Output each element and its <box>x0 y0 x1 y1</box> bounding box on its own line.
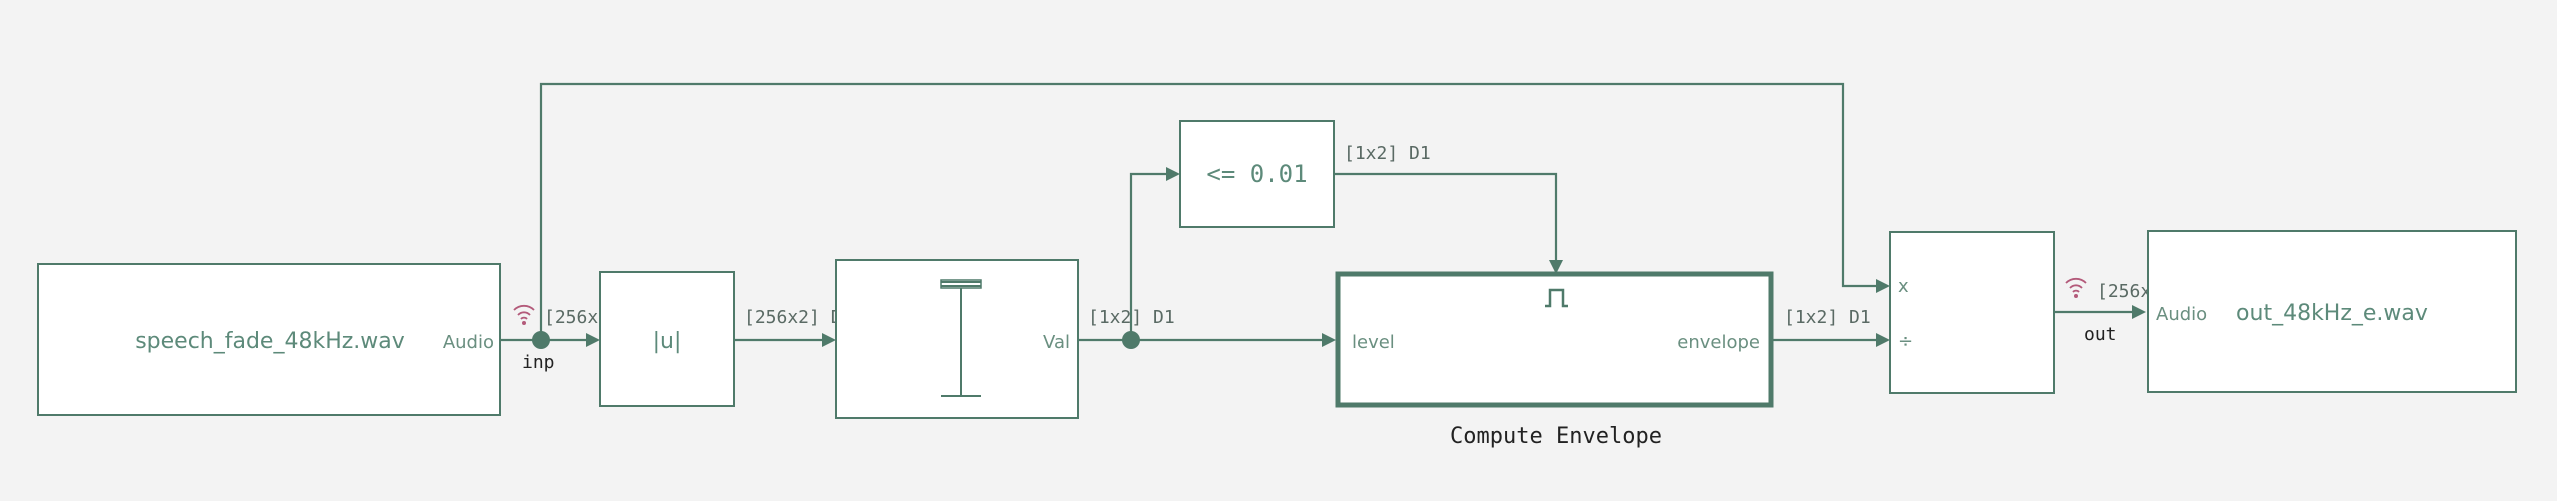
max-block[interactable]: Val <box>835 259 1079 419</box>
abs-block[interactable]: |u| <box>599 271 735 407</box>
arrow-max-in <box>822 333 836 347</box>
arrow-abs-in <box>586 333 600 347</box>
branch-point-source[interactable] <box>532 331 550 349</box>
signal-dims-abs: [256x2] D1 <box>744 307 852 328</box>
envelope-block-caption[interactable]: Compute Envelope <box>1450 424 1662 449</box>
source-out-port: Audio <box>443 332 494 353</box>
sink-block[interactable]: Audio out_48kHz_e.wav <box>2147 230 2517 393</box>
signal-dims-max: [1x2] D1 <box>1088 307 1175 328</box>
product-mul-port: x <box>1898 276 1909 297</box>
arrow-compare-in <box>1166 167 1180 181</box>
source-block-name: speech_fade_48kHz.wav <box>135 329 405 354</box>
wire-source-product[interactable] <box>539 82 1878 340</box>
signal-name-inp[interactable]: inp <box>522 352 555 373</box>
sink-in-port: Audio <box>2156 304 2207 325</box>
stream-icon <box>513 304 535 325</box>
compare-block[interactable]: <= 0.01 <box>1179 120 1335 228</box>
signal-name-out[interactable]: out <box>2084 324 2117 345</box>
envelope-out-port: envelope <box>1677 332 1760 353</box>
compare-block-label: <= 0.01 <box>1206 160 1307 188</box>
pulse-icon <box>1545 288 1568 308</box>
product-block[interactable]: x ÷ <box>1889 231 2055 394</box>
wire-compare-envelope[interactable] <box>1334 172 1558 262</box>
arrow-sink-in <box>2132 305 2146 319</box>
signal-dims-envelope: [1x2] D1 <box>1784 307 1871 328</box>
sink-block-name: out_48kHz_e.wav <box>2236 301 2428 326</box>
max-out-port: Val <box>1043 332 1070 353</box>
branch-point-max[interactable] <box>1122 331 1140 349</box>
abs-block-label: |u| <box>653 329 682 354</box>
envelope-subsystem-block[interactable]: level envelope <box>1335 271 1774 408</box>
stream-icon <box>2065 277 2087 298</box>
product-div-port: ÷ <box>1898 331 1913 352</box>
signal-lines <box>500 82 2146 349</box>
max-bar-icon <box>940 279 982 397</box>
source-block[interactable]: speech_fade_48kHz.wav Audio <box>37 263 501 416</box>
signal-dims-compare: [1x2] D1 <box>1344 143 1431 164</box>
arrow-envelope-in <box>1322 333 1336 347</box>
envelope-in-port: level <box>1352 332 1395 353</box>
arrow-product-x <box>1876 279 1890 293</box>
arrow-product-div <box>1876 333 1890 347</box>
wire-max-compare[interactable] <box>1129 172 1168 340</box>
arrow-envelope-trigger <box>1549 260 1563 274</box>
